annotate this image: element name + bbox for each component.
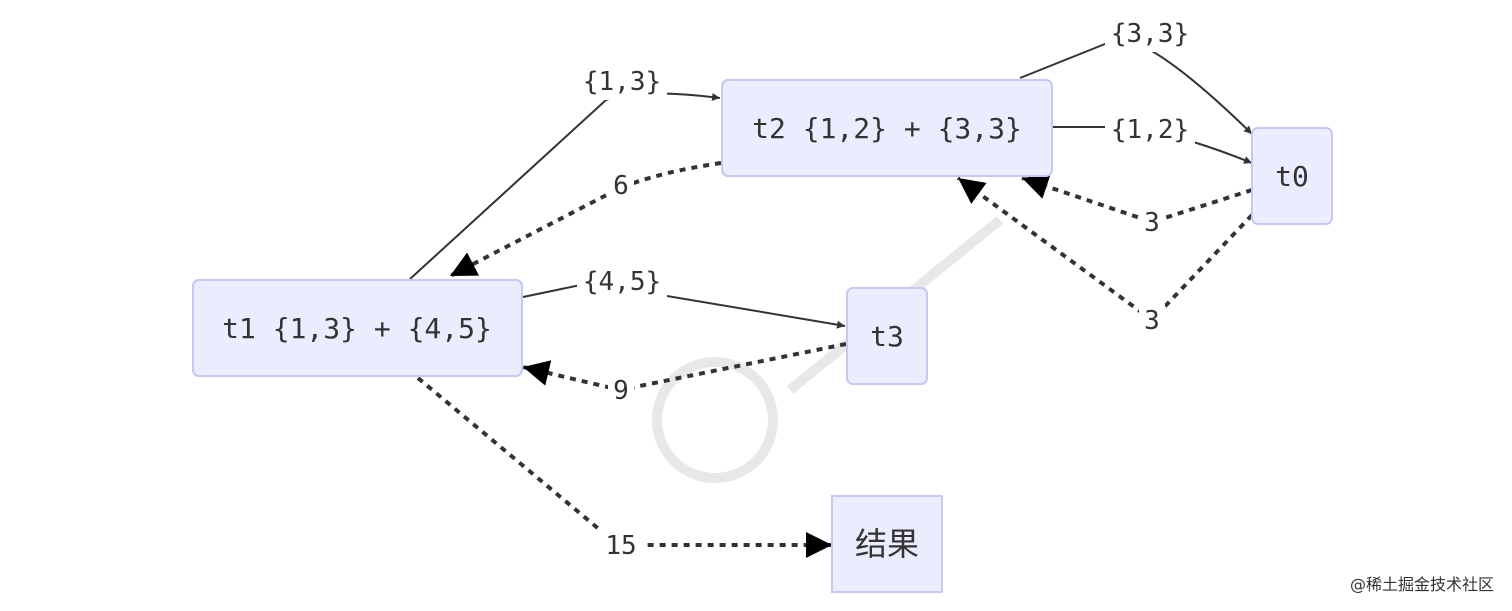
- edge-label-t1-to-t3: {4,5}: [577, 262, 667, 300]
- node-t1-label: t1 {1,3} + {4,5}: [222, 312, 492, 345]
- edge-label-t3-to-t1-return: 9: [608, 374, 634, 406]
- node-t0: t0: [1251, 127, 1333, 225]
- svg-text:{3,3}: {3,3}: [1111, 19, 1189, 49]
- svg-text:15: 15: [605, 531, 636, 561]
- edge-t1-to-t3: [522, 281, 846, 329]
- edge-t0-to-t2-return-a: [1021, 174, 1253, 225]
- edge-t2-to-t1-return: [449, 161, 722, 278]
- node-t0-label: t0: [1275, 160, 1309, 193]
- edge-label-t2-to-t0: {1,2}: [1105, 110, 1195, 148]
- svg-text:9: 9: [613, 376, 629, 406]
- edge-label-t2-to-t0-top: {3,3}: [1105, 14, 1195, 52]
- edge-label-t1-to-t2: {1,3}: [577, 62, 667, 100]
- edge-t0-to-t2-return-b: [956, 176, 1254, 323]
- node-t2-label: t2 {1,2} + {3,3}: [752, 112, 1022, 145]
- node-t1: t1 {1,3} + {4,5}: [192, 279, 523, 377]
- node-result: 结果: [831, 495, 943, 593]
- svg-text:3: 3: [1144, 208, 1160, 238]
- svg-text:6: 6: [613, 171, 629, 201]
- edge-label-t1-to-result: 15: [600, 528, 642, 562]
- svg-text:{1,3}: {1,3}: [583, 67, 661, 97]
- edge-label-t0-to-t2-return-b: 3: [1139, 304, 1165, 336]
- edge-label-t0-to-t2-return-a: 3: [1139, 206, 1165, 238]
- svg-text:3: 3: [1144, 306, 1160, 336]
- node-result-label: 结果: [855, 525, 919, 563]
- node-t3: t3: [846, 287, 928, 385]
- watermark-text: @稀土掘金技术社区: [1350, 575, 1494, 594]
- node-t2: t2 {1,2} + {3,3}: [721, 79, 1053, 177]
- node-t3-label: t3: [870, 320, 904, 353]
- svg-text:{4,5}: {4,5}: [583, 267, 661, 297]
- edge-t1-to-t2: [409, 92, 721, 280]
- svg-text:{1,2}: {1,2}: [1111, 115, 1189, 145]
- edge-label-t2-to-t1-return: 6: [608, 170, 634, 202]
- faint-logo-watermark: [652, 216, 1004, 483]
